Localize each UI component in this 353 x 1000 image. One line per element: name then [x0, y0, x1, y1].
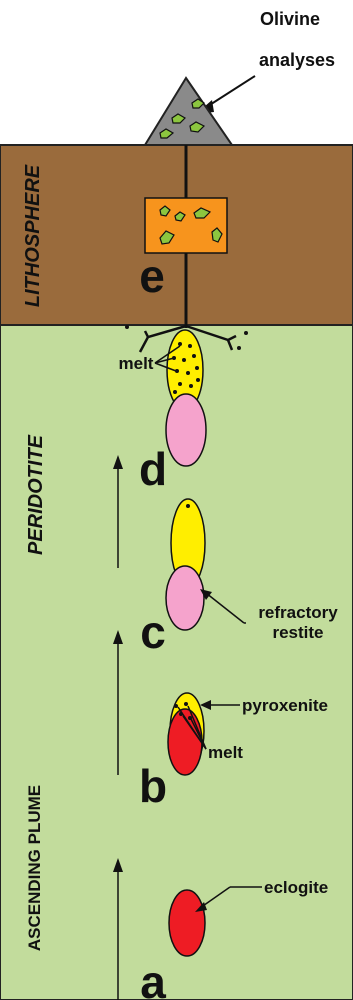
stage-e-label: e — [139, 250, 165, 302]
olivine-sample-box — [145, 198, 227, 253]
peridotite-label: PERIDOTITE — [25, 434, 47, 555]
stage-c-label: c — [140, 606, 166, 658]
pyroxenite-label: pyroxenite — [242, 696, 328, 715]
stage-d-label: d — [139, 443, 167, 495]
header-line-2: analyses — [259, 50, 335, 70]
lithosphere-label: LITHOSPHERE — [22, 164, 44, 307]
restite-body-d — [166, 394, 206, 466]
stage-a-label: a — [140, 956, 166, 1000]
plume-label: ASCENDING PLUME — [25, 785, 44, 951]
restite-body-c — [166, 566, 204, 630]
stage-b-label: b — [139, 760, 167, 812]
melt-dot-c — [186, 504, 190, 508]
eclogite-label: eclogite — [264, 878, 328, 897]
melt-label-b: melt — [208, 743, 243, 762]
restite-label-2: restite — [272, 623, 323, 642]
melt-label-d: melt — [119, 354, 154, 373]
header-line-1: Olivine — [260, 9, 320, 29]
eclogite-body-a — [169, 890, 205, 956]
rock-sample — [145, 78, 232, 145]
restite-label-1: refractory — [258, 603, 338, 622]
